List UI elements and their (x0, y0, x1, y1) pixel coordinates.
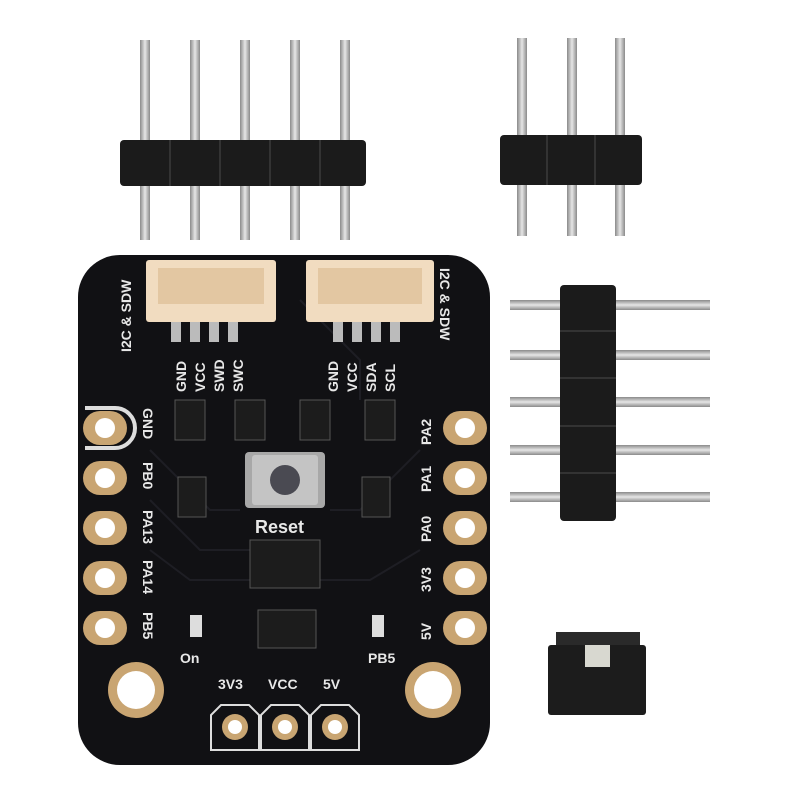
connector-pad (171, 322, 181, 342)
connector-pad (190, 322, 200, 342)
pin-label: GND (173, 361, 189, 392)
ic-chips (174, 399, 396, 649)
jst-connector-left[interactable] (146, 260, 276, 322)
pin-outline (310, 704, 360, 751)
gnd-outline (85, 406, 137, 450)
pin-label: PB5 (140, 612, 156, 639)
pad-hole (95, 618, 115, 638)
pad-hole (455, 518, 475, 538)
pad-hole (278, 720, 292, 734)
bottom-pin-label: 3V3 (218, 676, 243, 692)
pad-hole (455, 468, 475, 488)
pin-outline (210, 704, 260, 751)
bottom-pin-label: 5V (323, 676, 341, 692)
pad-hole (455, 568, 475, 588)
mounting-hole (405, 662, 461, 718)
connector-pad (352, 322, 362, 342)
pin-label: PA13 (140, 510, 156, 544)
pin-label: VCC (192, 362, 208, 392)
pin-label: GND (325, 361, 341, 392)
pin-label: SWC (230, 359, 246, 392)
pin-label: VCC (344, 362, 360, 392)
pcb-board: I2C & SDW I2C & SDW GND VCC SWD SWC GND … (78, 255, 490, 765)
connector-pad (228, 322, 238, 342)
pin-label: GND (140, 408, 156, 439)
reset-label: Reset (255, 517, 304, 537)
pad-hole (95, 568, 115, 588)
led-pb5-label: PB5 (368, 650, 395, 666)
pin-outline (260, 704, 310, 751)
pin-label: PA1 (418, 466, 434, 492)
jumper-cap (548, 632, 646, 715)
connector-pad (371, 322, 381, 342)
pad-hole (228, 720, 242, 734)
connector-pad (209, 322, 219, 342)
pin-header-3 (500, 38, 642, 236)
jst-connector-right[interactable] (306, 260, 434, 322)
pin-header-5-horizontal (510, 285, 710, 521)
bottom-pin-label: VCC (268, 676, 298, 692)
pin-label: SDA (363, 362, 379, 392)
led-on (190, 615, 202, 637)
pad-hole (328, 720, 342, 734)
connector-pad (390, 322, 400, 342)
pin-header-5 (120, 40, 366, 240)
pin-label: 5V (418, 622, 434, 640)
connector-pad (333, 322, 343, 342)
led-pb5 (372, 615, 384, 637)
reset-button[interactable] (245, 452, 325, 508)
pad-hole (455, 618, 475, 638)
pad-hole (95, 518, 115, 538)
pad-hole (95, 468, 115, 488)
connector-label-right: I2C & SDW (437, 268, 453, 341)
pad-hole (455, 418, 475, 438)
pin-label: PA14 (140, 560, 156, 594)
pin-label: PA2 (418, 419, 434, 445)
pin-label: 3V3 (418, 567, 434, 592)
pin-label: PA0 (418, 516, 434, 542)
led-on-label: On (180, 650, 199, 666)
connector-label-left: I2C & SDW (118, 279, 134, 352)
pin-label: SWD (211, 359, 227, 392)
pad-hole (95, 418, 115, 438)
pin-label: SCL (382, 364, 398, 392)
mounting-hole (108, 662, 164, 718)
pin-label: PB0 (140, 462, 156, 489)
